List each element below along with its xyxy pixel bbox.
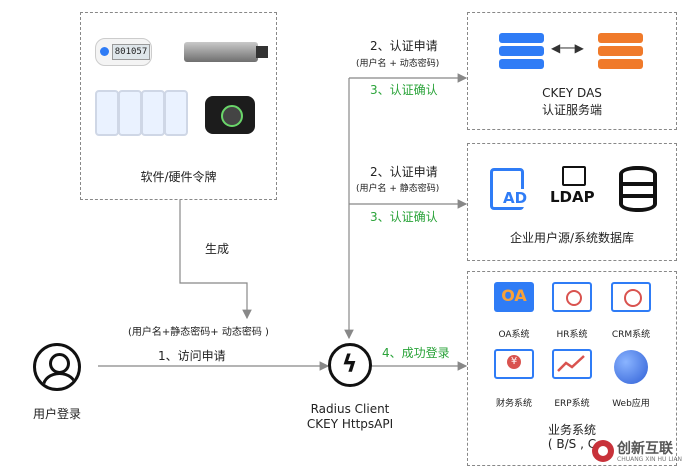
auth-detail-1-label: (用户名 + 动态密码) xyxy=(356,59,440,69)
user-label: 用户登录 xyxy=(32,407,81,421)
das-server-blue-icon xyxy=(499,33,544,69)
web-app-icon xyxy=(614,350,648,384)
das-subtitle: 认证服务端 xyxy=(541,103,602,117)
token-box xyxy=(80,12,277,200)
phone-app-3 xyxy=(141,90,165,136)
token-logo-icon xyxy=(100,47,109,56)
ldap-icon: LDAP xyxy=(548,166,602,212)
fingerprint-reader xyxy=(205,96,255,134)
auth-request-1-label: 2、认证申请 xyxy=(370,39,438,53)
auth-confirm-1-label: 3、认证确认 xyxy=(370,83,438,97)
biz-box-subcaption: ( B/S , C xyxy=(547,437,597,451)
phone-app-2 xyxy=(118,90,142,136)
auth-detail-2-label: (用户名 + 静态密码) xyxy=(356,184,440,194)
finance-system-icon: ¥ xyxy=(494,349,534,379)
oa-system-icon: OA xyxy=(494,282,534,312)
usb-key-tip xyxy=(256,46,268,58)
das-title: CKEY DAS xyxy=(542,86,602,100)
watermark-subtext: CHUANG XIN HU LIAN xyxy=(617,456,683,463)
erp-system-icon xyxy=(552,349,592,379)
crm-system-label: CRM系统 xyxy=(611,330,651,340)
db-box-caption: 企业用户源/系统数据库 xyxy=(509,231,635,245)
access-request-label: 1、访问申请 xyxy=(158,349,226,363)
user-icon xyxy=(33,343,81,391)
database-icon xyxy=(619,166,657,212)
hardware-token: 801057 xyxy=(95,38,152,66)
web-app-label: Web应用 xyxy=(612,399,650,409)
das-server-orange-icon xyxy=(598,33,643,69)
db-box xyxy=(467,143,677,261)
usb-key xyxy=(184,42,258,62)
erp-system-label: ERP系统 xyxy=(554,399,590,409)
generate-connector xyxy=(179,200,252,320)
ad-icon: AD xyxy=(490,168,528,210)
login-success-label: 4、成功登录 xyxy=(382,346,450,360)
radius-client-icon: ϟ xyxy=(328,343,372,387)
biz-box-caption: 业务系统 xyxy=(547,423,596,437)
radius-line2: CKEY HttpsAPI xyxy=(306,417,394,431)
generate-label: 生成 xyxy=(205,242,230,256)
token-display: 801057 xyxy=(112,44,150,60)
sync-arrow-icon: ◀──▶ xyxy=(551,41,584,55)
das-box xyxy=(467,12,677,130)
hr-system-icon xyxy=(552,282,592,312)
watermark-logo xyxy=(592,440,614,462)
hr-system-label: HR系统 xyxy=(556,330,588,340)
oa-system-label: OA系统 xyxy=(498,330,530,340)
static-dynamic-label: (用户名+静态密码+ 动态密码 ) xyxy=(128,327,269,338)
auth-request-2-label: 2、认证申请 xyxy=(370,165,438,179)
crm-system-icon xyxy=(611,282,651,312)
radius-line1: Radius Client xyxy=(310,402,390,416)
biz-box xyxy=(467,271,677,466)
phone-app-1 xyxy=(95,90,119,136)
auth-confirm-2-label: 3、认证确认 xyxy=(370,210,438,224)
finance-system-label: 财务系统 xyxy=(495,399,532,409)
phone-app-4 xyxy=(164,90,188,136)
watermark-text: 创新互联 xyxy=(617,441,673,457)
token-box-caption: 软件/硬件令牌 xyxy=(140,170,217,184)
